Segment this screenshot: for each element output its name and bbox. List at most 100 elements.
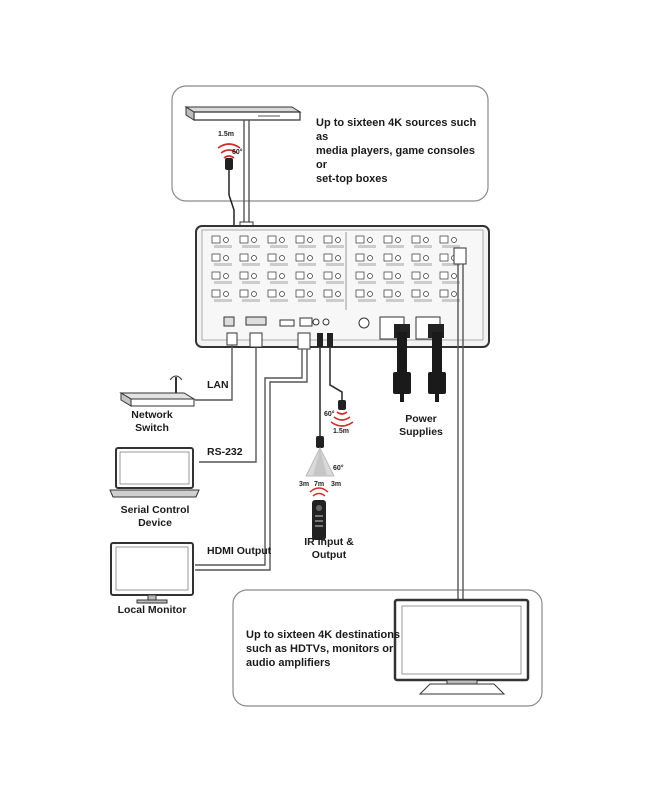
matrix-ir-port xyxy=(451,273,457,279)
power-supplies-label: Power Supplies xyxy=(399,413,443,438)
matrix-ir-port xyxy=(251,273,257,279)
hdmi-output-label: HDMI Output xyxy=(207,545,272,557)
matrix-ir-port xyxy=(335,237,341,243)
matrix-port xyxy=(439,289,449,298)
matrix-ir-port xyxy=(307,273,313,279)
matrix-port-label xyxy=(242,245,260,248)
monitor-icon xyxy=(110,542,194,604)
matrix-port xyxy=(211,235,221,244)
matrix-port xyxy=(439,253,449,262)
matrix-ir-port xyxy=(423,255,429,261)
matrix-port-label xyxy=(414,281,432,284)
matrix-ir-port xyxy=(223,255,229,261)
matrix-ir-port xyxy=(307,255,313,261)
matrix-ir-port xyxy=(251,255,257,261)
matrix-port xyxy=(383,235,393,244)
matrix-port xyxy=(383,271,393,280)
matrix-port xyxy=(355,289,365,298)
rs232-label: RS-232 xyxy=(207,446,243,458)
matrix-ir-port xyxy=(395,273,401,279)
network-switch-icon xyxy=(119,375,196,407)
matrix-port-label xyxy=(270,245,288,248)
hdmi-output-cable xyxy=(195,332,311,571)
source-ir-length: 1.5m xyxy=(218,131,234,138)
matrix-port-label xyxy=(242,281,260,284)
matrix-ir-port xyxy=(451,291,457,297)
matrix-port xyxy=(239,271,249,280)
network-switch-label: Network Switch xyxy=(131,409,173,434)
ir-receiver-icon xyxy=(217,143,241,232)
matrix-port-label xyxy=(298,281,316,284)
matrix-port-label xyxy=(326,281,344,284)
matrix-port-label xyxy=(326,263,344,266)
matrix-port-label xyxy=(326,299,344,302)
matrix-switcher-icon xyxy=(195,225,490,348)
matrix-port xyxy=(323,235,333,244)
matrix-port-label xyxy=(242,263,260,266)
matrix-port xyxy=(439,271,449,280)
matrix-ir-port xyxy=(279,237,285,243)
matrix-ir-port xyxy=(423,273,429,279)
matrix-port-label xyxy=(326,245,344,248)
matrix-ir-port xyxy=(367,237,373,243)
destinations-box xyxy=(232,589,543,707)
matrix-port-label xyxy=(414,299,432,302)
laptop-icon xyxy=(109,447,200,498)
matrix-ir-port xyxy=(223,273,229,279)
lan-label: LAN xyxy=(207,379,229,391)
sources-box xyxy=(171,85,489,202)
ir-label: IR Input & Output xyxy=(304,536,354,561)
matrix-ir-port xyxy=(335,273,341,279)
matrix-port xyxy=(439,235,449,244)
matrix-port-label xyxy=(214,281,232,284)
matrix-ir-port xyxy=(395,291,401,297)
matrix-ir-port xyxy=(395,237,401,243)
ir-sensor-icon xyxy=(330,400,354,427)
matrix-port xyxy=(411,253,421,262)
matrix-port xyxy=(239,235,249,244)
matrix-port xyxy=(383,289,393,298)
matrix-port-label xyxy=(386,281,404,284)
matrix-ir-port xyxy=(451,237,457,243)
matrix-port-label xyxy=(270,263,288,266)
ir-range-center: 7m xyxy=(314,481,325,488)
matrix-ir-port xyxy=(223,237,229,243)
matrix-ir-port xyxy=(307,291,313,297)
serial-device-label: Serial Control Device xyxy=(120,504,190,529)
power-cable-icon xyxy=(393,332,446,402)
ir-sensor-length: 1.5m xyxy=(333,428,349,435)
destinations-label: Up to sixteen 4K destinations such as HD… xyxy=(246,629,401,669)
matrix-port-label xyxy=(442,245,460,248)
ir-emitter-icon xyxy=(305,436,335,477)
matrix-port-label xyxy=(386,299,404,302)
matrix-port-label xyxy=(270,299,288,302)
matrix-port-label xyxy=(386,245,404,248)
matrix-port-label xyxy=(442,263,460,266)
matrix-port xyxy=(411,235,421,244)
matrix-port xyxy=(295,253,305,262)
matrix-port-label xyxy=(214,299,232,302)
lan-cable xyxy=(195,332,238,401)
tv-icon xyxy=(393,598,530,695)
matrix-ir-port xyxy=(307,237,313,243)
matrix-port xyxy=(211,253,221,262)
matrix-port-label xyxy=(214,263,232,266)
matrix-port-label xyxy=(442,281,460,284)
matrix-ir-port xyxy=(395,255,401,261)
matrix-port xyxy=(355,271,365,280)
matrix-port-label xyxy=(242,299,260,302)
ir-cables xyxy=(317,333,343,436)
matrix-ir-port xyxy=(335,255,341,261)
ir-range-left: 3m xyxy=(299,481,310,488)
remote-control-icon xyxy=(309,487,329,540)
matrix-port-label xyxy=(298,245,316,248)
source-hdmi-cable xyxy=(239,120,254,237)
matrix-port-label xyxy=(358,263,376,266)
matrix-ir-port xyxy=(279,273,285,279)
matrix-port-label xyxy=(414,263,432,266)
matrix-port xyxy=(239,289,249,298)
matrix-port xyxy=(295,271,305,280)
matrix-port xyxy=(295,289,305,298)
ir-range-right: 3m xyxy=(331,481,342,488)
